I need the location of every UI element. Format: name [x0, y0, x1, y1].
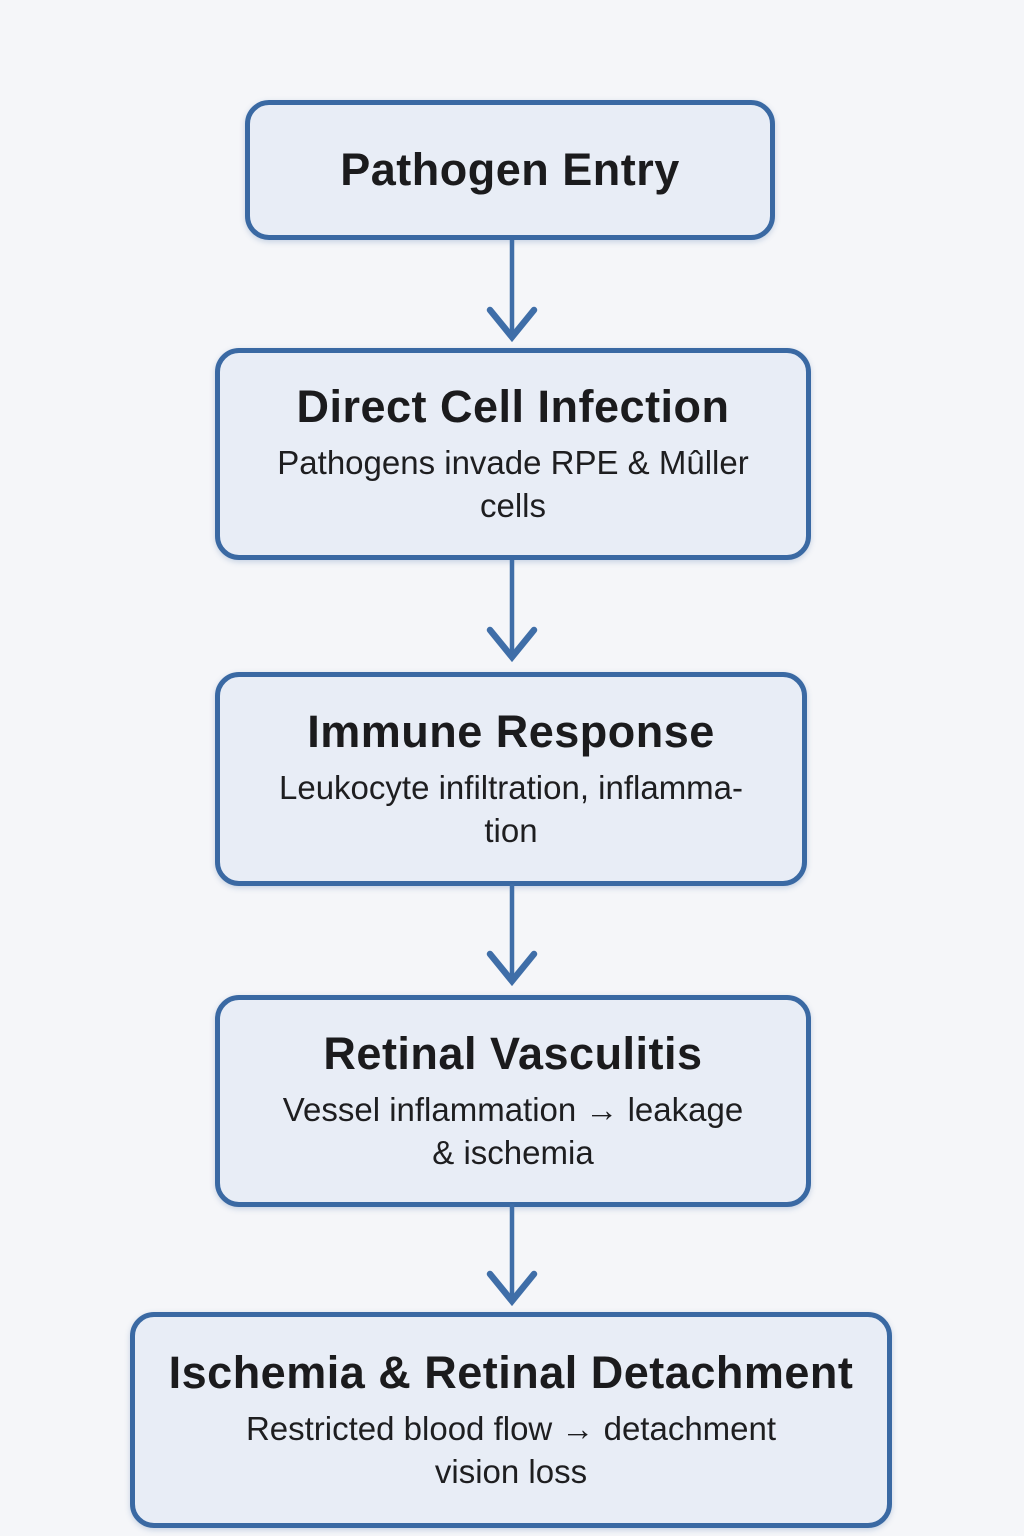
- node-title: Retinal Vasculitis: [323, 1028, 703, 1080]
- flow-arrow-down-2: [486, 560, 538, 663]
- flow-node-immune-response: Immune Response Leukocyte infiltration, …: [215, 672, 807, 886]
- node-subtitle: Pathogens invade RPE & Mûller cells: [277, 444, 749, 524]
- node-subtitle: Vessel inflammation → leakage & ischemia: [282, 1091, 744, 1171]
- flow-node-retinal-vasculitis: Retinal Vasculitis Vessel inflammation →…: [215, 995, 811, 1207]
- node-subtitle: Restricted blood flow → detachment visio…: [245, 1410, 777, 1490]
- node-subtitle: Leukocyte infiltration, inflamma- tion: [278, 769, 744, 849]
- node-title: Ischemia & Retinal Detachment: [168, 1347, 854, 1399]
- node-title: Immune Response: [307, 706, 715, 758]
- flow-node-pathogen-entry: Pathogen Entry: [245, 100, 775, 240]
- flow-arrow-down-3: [486, 884, 538, 987]
- flow-arrow-down-1: [486, 240, 538, 343]
- node-title: Pathogen Entry: [340, 144, 680, 195]
- flow-node-ischemia-retinal-detachment: Ischemia & Retinal Detachment Restricted…: [130, 1312, 892, 1528]
- flow-arrow-down-4: [486, 1204, 538, 1307]
- flow-node-direct-cell-infection: Direct Cell Infection Pathogens invade R…: [215, 348, 811, 560]
- node-title: Direct Cell Infection: [296, 381, 730, 433]
